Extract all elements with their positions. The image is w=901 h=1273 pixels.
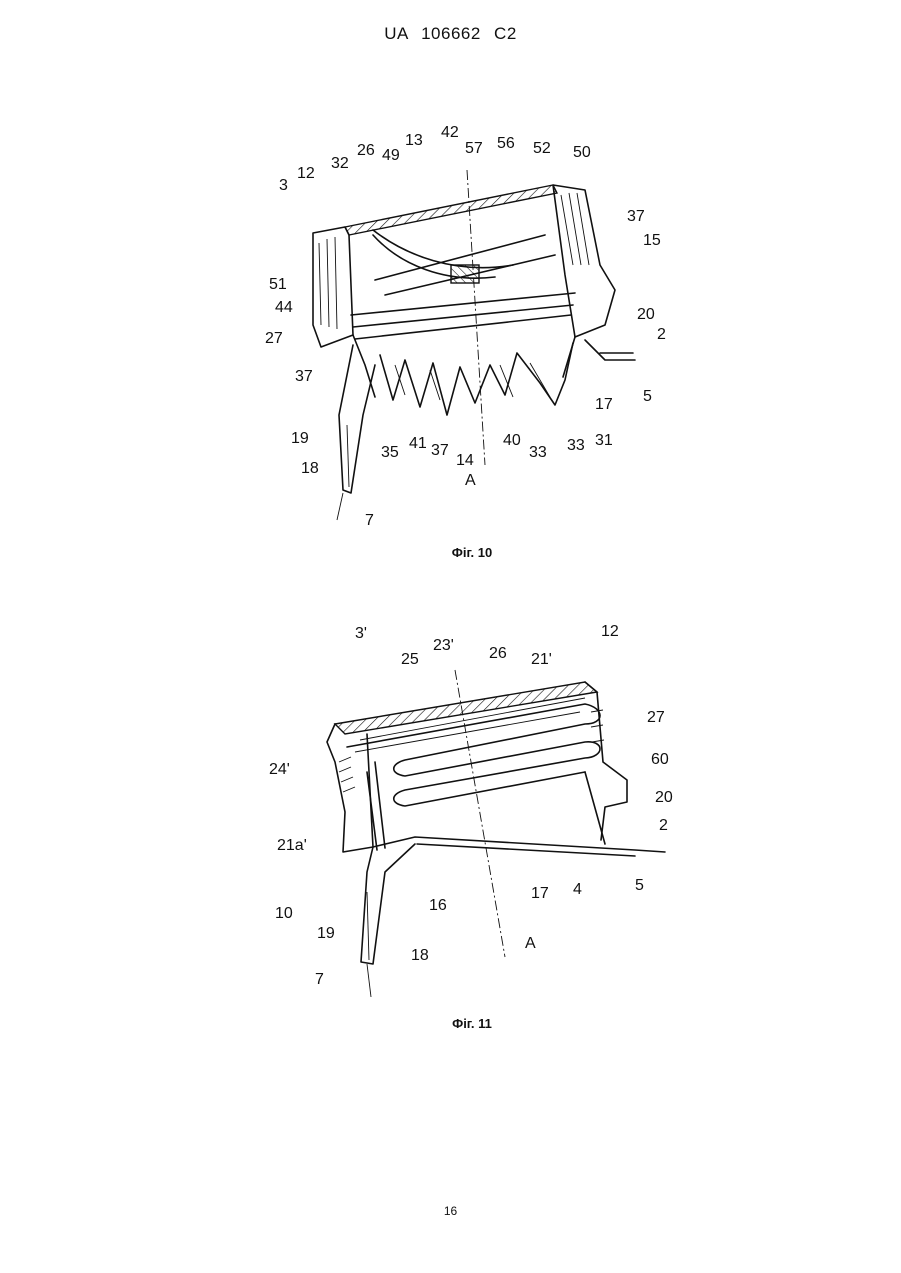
figure-11-drawing: 3' 12 25 23' 26 21' 27 24' 60 20 21a' 2 …: [255, 612, 675, 1012]
reference-numeral: 32: [331, 155, 349, 172]
figure-10-caption: Фіг. 10: [372, 545, 572, 560]
reference-numeral: 60: [651, 751, 669, 768]
reference-numeral: 15: [643, 232, 661, 249]
reference-numeral: 3': [355, 625, 367, 642]
reference-numeral: 4: [573, 881, 582, 898]
reference-numeral: 20: [637, 306, 655, 323]
reference-numeral: 5: [643, 388, 652, 405]
reference-numeral: 42: [441, 124, 459, 141]
reference-numeral: 12: [297, 165, 315, 182]
reference-numeral: 24': [269, 761, 290, 778]
reference-numeral: 23': [433, 637, 454, 654]
reference-numeral: 41: [409, 435, 427, 452]
reference-numeral: 16: [429, 897, 447, 914]
figure-10-svg: 3 12 32 26 49 13 42 57 56 52 50 37 15 51…: [255, 115, 675, 535]
reference-numeral: 18: [411, 947, 429, 964]
reference-numeral: 35: [381, 444, 399, 461]
page-number: 16: [0, 1204, 901, 1218]
reference-numeral: 56: [497, 135, 515, 152]
reference-numeral: 31: [595, 432, 613, 449]
spout: [339, 345, 375, 493]
reference-numeral: 18: [301, 460, 319, 477]
figure-10-drawing: 3 12 32 26 49 13 42 57 56 52 50 37 15 51…: [255, 115, 675, 535]
reference-numeral: 20: [655, 789, 673, 806]
reference-numeral: 2: [659, 817, 668, 834]
reference-numeral: 26: [357, 142, 375, 159]
reference-numeral: 49: [382, 147, 400, 164]
reference-numeral: 21a': [277, 837, 307, 854]
reference-numeral: 21': [531, 651, 552, 668]
reference-numeral: 37: [627, 208, 645, 225]
valve-core: [451, 265, 479, 283]
reference-numeral: A: [525, 935, 536, 952]
reference-numeral: 14: [456, 452, 474, 469]
reference-numeral: 52: [533, 140, 551, 157]
reference-numeral: 10: [275, 905, 293, 922]
reference-numeral: A: [465, 472, 476, 489]
figure-11-svg: 3' 12 25 23' 26 21' 27 24' 60 20 21a' 2 …: [255, 612, 675, 1012]
reference-numeral: 7: [365, 512, 374, 529]
reference-numeral: 27: [265, 330, 283, 347]
reference-numeral: 33: [529, 444, 547, 461]
reference-numeral: 5: [635, 877, 644, 894]
reference-numeral: 26: [489, 645, 507, 662]
package-wall: [373, 837, 665, 856]
cap-right-body: [553, 185, 615, 337]
cap-top-wall: [345, 185, 557, 235]
reference-numeral: 50: [573, 144, 591, 161]
reference-numeral: 19: [317, 925, 335, 942]
reference-numeral: 37: [431, 442, 449, 459]
reference-numeral: 7: [315, 971, 324, 988]
reference-numeral: 57: [465, 140, 483, 157]
reference-numeral: 13: [405, 132, 423, 149]
reference-numeral: 37: [295, 368, 313, 385]
document-id-header: UA 106662 C2: [0, 24, 901, 44]
cutter-teeth: [380, 343, 573, 415]
reference-numeral: 33: [567, 437, 585, 454]
reference-numeral: 44: [275, 299, 293, 316]
reference-numeral: 25: [401, 651, 419, 668]
reference-numeral: 19: [291, 430, 309, 447]
reference-numeral: 17: [595, 396, 613, 413]
reference-numeral: 17: [531, 885, 549, 902]
reference-numeral: 12: [601, 623, 619, 640]
reference-numeral: 27: [647, 709, 665, 726]
reference-numeral: 2: [657, 326, 666, 343]
axis-a: [467, 170, 485, 465]
axis-a: [455, 670, 505, 957]
spout: [361, 844, 415, 964]
reference-numeral: 40: [503, 432, 521, 449]
reference-numeral: 51: [269, 276, 287, 293]
figure-11-caption: Фіг. 11: [372, 1016, 572, 1031]
reference-numeral: 3: [279, 177, 288, 194]
